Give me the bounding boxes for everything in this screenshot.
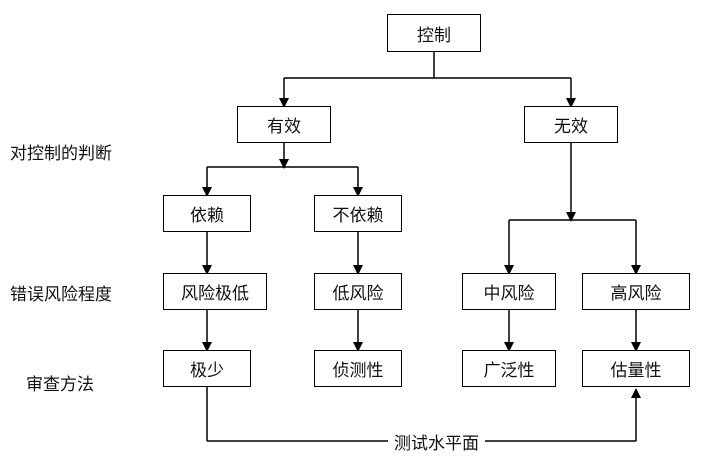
node-control: 控制 xyxy=(387,14,481,52)
node-extensive: 广泛性 xyxy=(462,350,556,387)
node-risk-very-low: 风险极低 xyxy=(163,273,267,310)
node-ineffective: 无效 xyxy=(524,106,618,143)
node-estimative: 估量性 xyxy=(582,350,690,387)
label-error-risk-level: 错误风险程度 xyxy=(10,285,112,305)
label-review-method: 审查方法 xyxy=(26,375,94,395)
node-risk-low: 低风险 xyxy=(314,273,402,310)
node-risk-medium: 中风险 xyxy=(462,273,556,310)
node-not-reliant: 不依赖 xyxy=(314,195,402,232)
label-control-judgement: 对控制的判断 xyxy=(10,144,112,164)
node-risk-high: 高风险 xyxy=(582,273,690,310)
node-reliant: 依赖 xyxy=(163,195,251,232)
node-detective: 侦测性 xyxy=(314,350,402,387)
label-test-level: 测试水平面 xyxy=(388,429,485,454)
node-very-few: 极少 xyxy=(163,350,251,387)
node-effective: 有效 xyxy=(237,106,331,143)
